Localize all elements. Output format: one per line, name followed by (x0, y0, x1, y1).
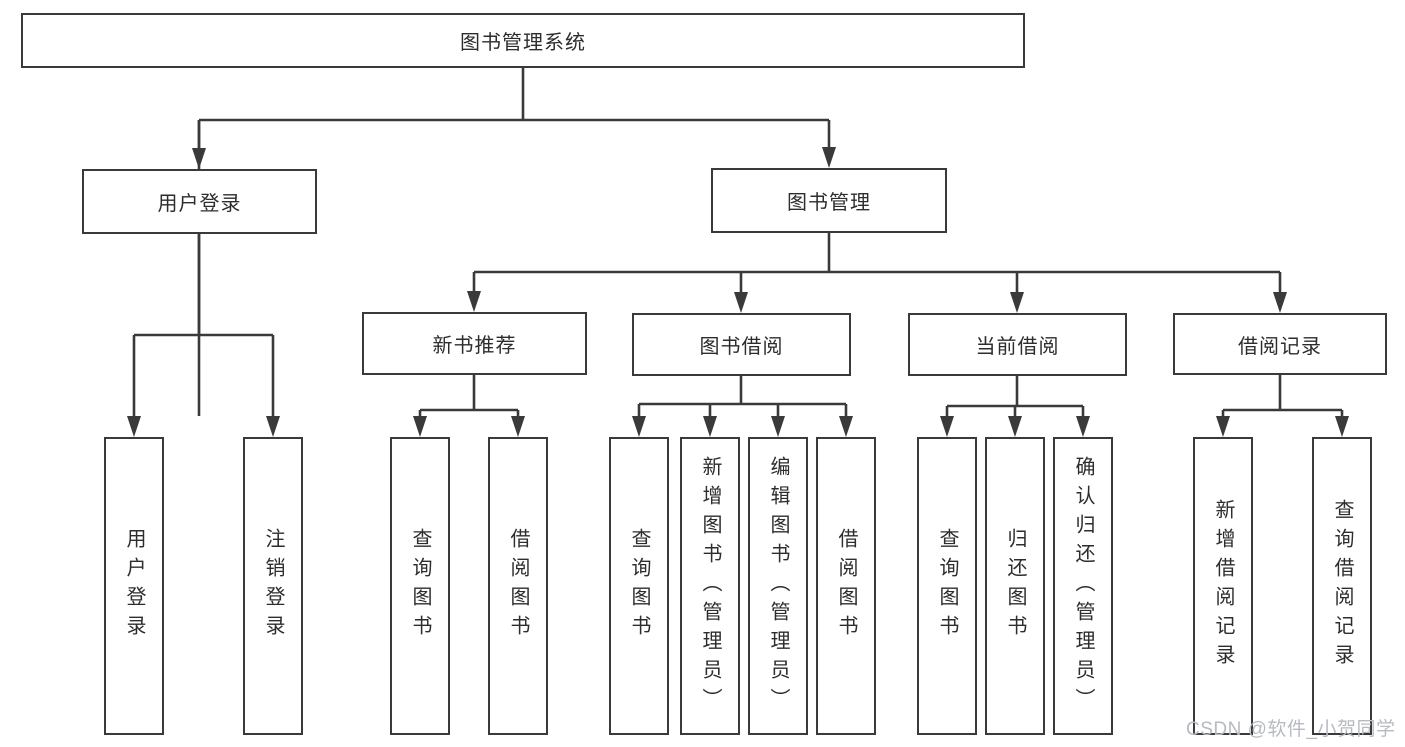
node-user-login: 用户登录 (82, 169, 317, 234)
connector-mgmt-to-modules (467, 233, 1287, 313)
leaf-borrow-query-books: 查询图书 (609, 437, 669, 735)
csdn-watermark: CSDN @软件_小贺同学 (1186, 719, 1396, 740)
connector-login-to-leaves (127, 234, 280, 437)
connector-current-to-leaves (940, 376, 1090, 437)
node-new-book-recommendation: 新书推荐 (362, 312, 587, 375)
leaf-borrow-add-books-admin: 新增图书（管理员） (680, 437, 740, 735)
connector-borrow-to-leaves (632, 376, 853, 437)
leaf-newbook-borrow-books: 借阅图书 (488, 437, 548, 735)
leaf-current-query-books: 查询图书 (917, 437, 977, 735)
node-book-management: 图书管理 (711, 168, 947, 233)
leaf-record-query-borrow-record: 查询借阅记录 (1312, 437, 1372, 735)
leaf-borrow-edit-books-admin: 编辑图书（管理员） (748, 437, 808, 735)
node-book-borrowing: 图书借阅 (632, 313, 851, 376)
connector-newbook-to-leaves (413, 375, 525, 437)
leaf-borrow-borrow-books: 借阅图书 (816, 437, 876, 735)
node-borrowing-records: 借阅记录 (1173, 313, 1387, 375)
leaf-user-login: 用户登录 (104, 437, 164, 735)
leaf-record-add-borrow-record: 新增借阅记录 (1193, 437, 1253, 735)
leaf-newbook-query-books: 查询图书 (390, 437, 450, 735)
connector-record-to-leaves (1216, 375, 1349, 437)
connector-root-to-level2 (192, 68, 836, 416)
node-root-system: 图书管理系统 (21, 13, 1025, 68)
leaf-logout: 注销登录 (243, 437, 303, 735)
leaf-current-confirm-return-admin: 确认归还（管理员） (1053, 437, 1113, 735)
leaf-current-return-books: 归还图书 (985, 437, 1045, 735)
node-current-borrowing: 当前借阅 (908, 313, 1127, 376)
